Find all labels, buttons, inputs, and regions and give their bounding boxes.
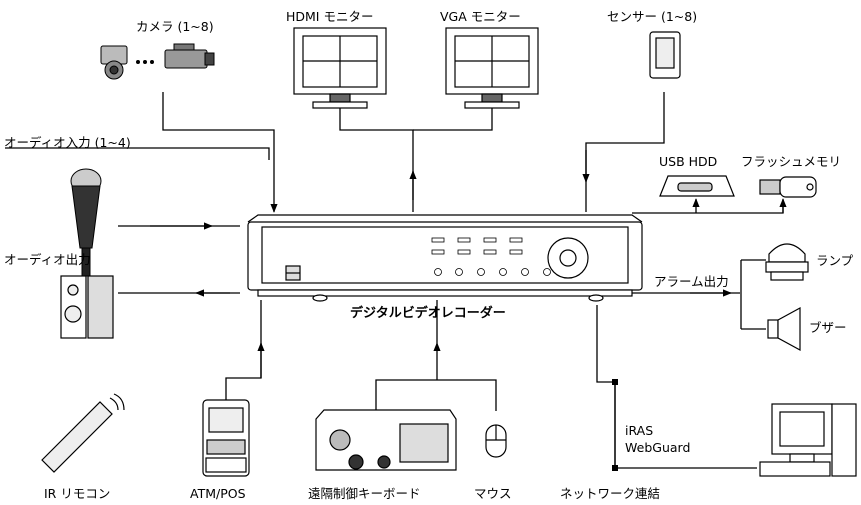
network-label: ネットワーク連結 bbox=[560, 486, 661, 501]
alarm-out-label: アラーム出力 bbox=[654, 274, 729, 289]
hdmi-monitor-label: HDMI モニター bbox=[286, 9, 374, 24]
hdmi-monitor-icon bbox=[293, 27, 387, 109]
keyboard-icon bbox=[315, 409, 457, 471]
keyboard-label: 遠隔制御キーボード bbox=[308, 486, 421, 501]
atm-pos-label: ATM/POS bbox=[190, 486, 246, 501]
sensor-line bbox=[585, 92, 665, 212]
microphone-icon bbox=[70, 168, 102, 277]
usb-line bbox=[632, 200, 784, 214]
usb-hdd-icon bbox=[659, 175, 735, 197]
keyboard-line bbox=[375, 379, 497, 411]
mouse-icon bbox=[485, 424, 507, 458]
audio-in-label: オーディオ入力 (1~4) bbox=[4, 135, 131, 150]
dvr-icon bbox=[247, 214, 643, 302]
hdmi-line bbox=[339, 108, 414, 212]
lamp-icon bbox=[765, 243, 809, 281]
lamp-label: ランプ bbox=[816, 253, 854, 268]
flash-memory-label: フラッシュメモリ bbox=[741, 154, 842, 169]
iras-label: iRAS bbox=[625, 423, 654, 438]
camera-line bbox=[162, 92, 278, 213]
mouse-label: マウス bbox=[474, 486, 512, 501]
network-nodes bbox=[612, 379, 618, 471]
atm-line bbox=[225, 300, 262, 400]
vga-monitor-label: VGA モニター bbox=[440, 9, 521, 24]
audio-out-label: オーディオ出力 bbox=[4, 252, 91, 267]
flash-memory-icon bbox=[759, 176, 817, 198]
dvr-label: デジタルビデオレコーダー bbox=[350, 306, 506, 321]
ir-remote-icon bbox=[41, 393, 125, 473]
sensor-icon bbox=[649, 31, 681, 79]
sensor-label: センサー (1~8) bbox=[607, 9, 698, 24]
ir-remote-label: IR リモコン bbox=[44, 486, 111, 501]
atm-icon bbox=[202, 399, 250, 477]
usb-hdd-label: USB HDD bbox=[659, 154, 718, 169]
camera-label: カメラ (1~8) bbox=[136, 19, 214, 34]
webguard-label: WebGuard bbox=[625, 440, 691, 455]
audio-in-line bbox=[5, 147, 270, 160]
camera-icon bbox=[100, 43, 215, 80]
pc-icon bbox=[759, 403, 857, 477]
speakers-icon bbox=[60, 275, 114, 339]
vga-monitor-icon bbox=[445, 27, 539, 109]
vga-line bbox=[413, 108, 493, 131]
buzzer-label: ブザー bbox=[809, 320, 847, 335]
buzzer-icon bbox=[767, 306, 801, 352]
